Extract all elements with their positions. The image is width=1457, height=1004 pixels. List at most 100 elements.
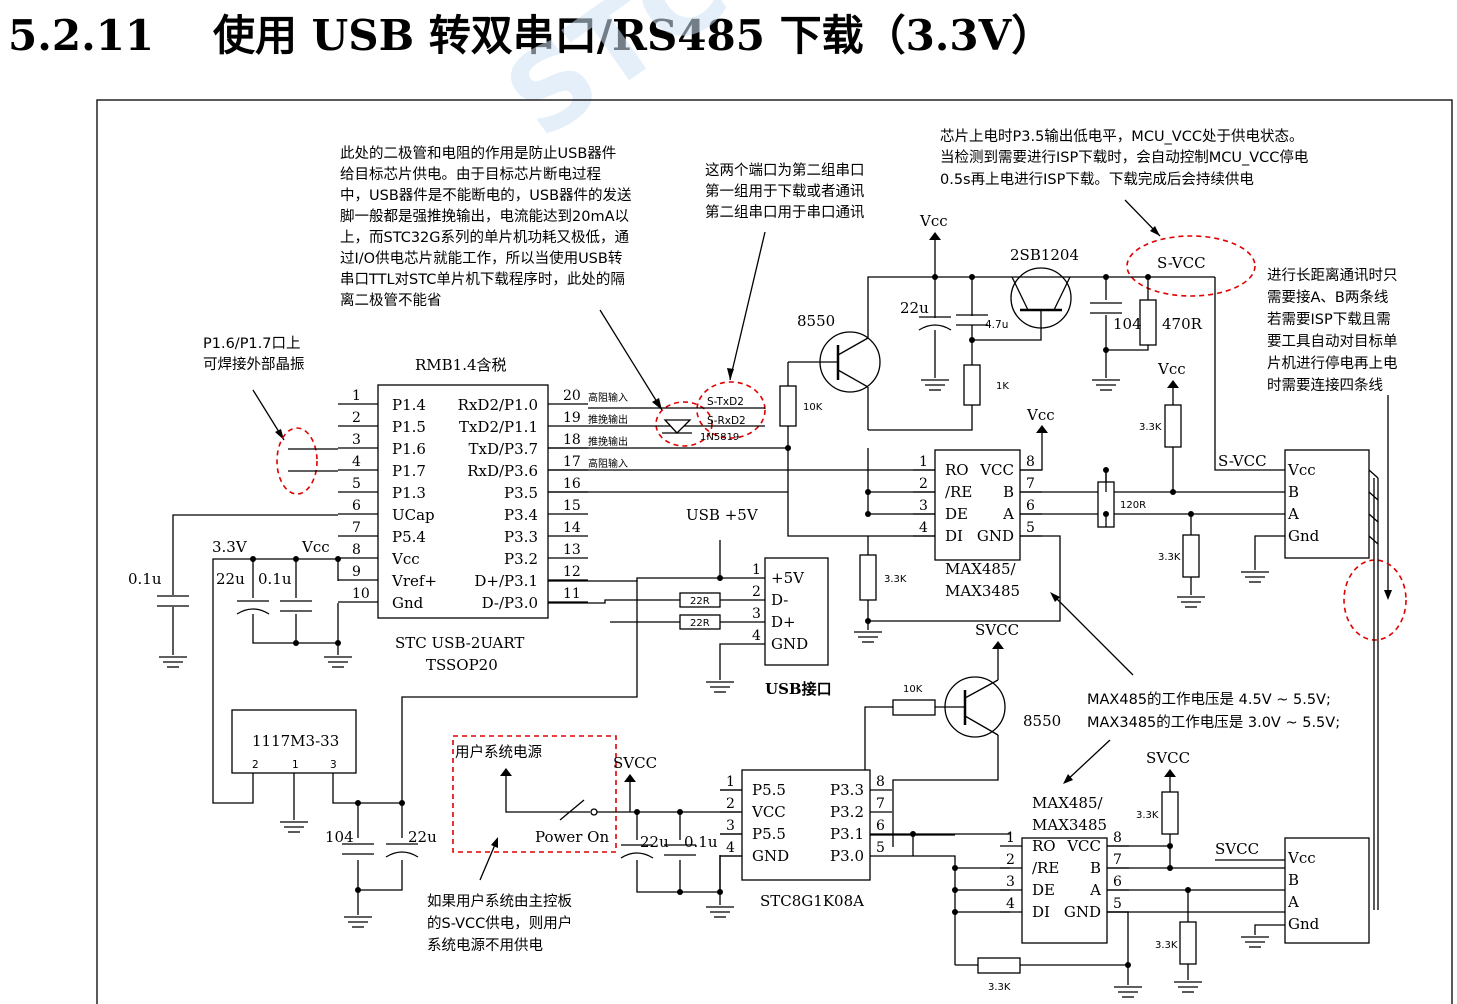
pin-number: 12: [563, 564, 581, 580]
diode-note: 此处的二极管和电阻的作用是防止USB器件 给目标芯片供电。由于目标芯片断电过程 …: [340, 145, 632, 309]
note-line: 片机进行停电再上电: [1267, 355, 1398, 372]
power-note: 芯片上电时P3.5输出低电平，MCU_VCC处于供电状态。 当检测到需要进行IS…: [940, 128, 1308, 188]
chip-name: MAX485/: [1032, 794, 1104, 812]
watermark: STC: [483, 0, 749, 163]
ground-symbols: [159, 379, 1269, 998]
pin-number: 14: [563, 520, 581, 536]
pin-name: DE: [945, 505, 968, 523]
power-on-label: Power On: [535, 828, 609, 846]
pin-number: 8: [876, 774, 885, 790]
chip-name: MAX3485: [1032, 816, 1107, 834]
pin-name: Vref+: [391, 572, 437, 590]
vcc-label: Vcc: [1026, 406, 1055, 424]
c-label: 22u: [900, 299, 929, 317]
pin-name: D-/P3.0: [482, 594, 538, 612]
svcc-label: SVCC: [613, 754, 657, 772]
pin-name: RxD/P3.6: [467, 462, 538, 480]
pin-number: 7: [1026, 476, 1035, 492]
note-line: 时需要连接四条线: [1267, 377, 1383, 394]
c-label: 22u: [408, 828, 437, 846]
pnp-label: 2SB1204: [1010, 246, 1079, 264]
note-line: 如果用户系统由主控板: [427, 892, 572, 910]
pin-number: 2: [752, 584, 761, 600]
r-label: 120R: [1120, 500, 1146, 511]
section-number: 5.2.11: [8, 11, 155, 60]
pin-name: D-: [771, 591, 788, 609]
pin-name: TxD/P3.7: [469, 440, 539, 458]
vcc-label: Vcc: [1157, 360, 1186, 378]
q-label: 8550: [1023, 712, 1061, 730]
stxd2-label: S-TxD2: [707, 396, 744, 408]
pin-number: 11: [563, 586, 581, 602]
pin-number: 4: [919, 520, 928, 536]
pin-number: 20: [563, 388, 581, 404]
note-line: 第二组串口用于串口通讯: [705, 203, 865, 221]
v33-label: 3.3V: [212, 538, 248, 556]
ports-note: 这两个端口为第二组串口 第一组用于下载或者通讯 第二组串口用于串口通讯: [705, 161, 865, 221]
note-line: 第一组用于下载或者通讯: [705, 182, 865, 200]
pin-name: UCap: [392, 506, 435, 524]
highlight-markers: [276, 235, 1407, 853]
pin-number: 6: [876, 818, 885, 834]
pin-number: 7: [1113, 852, 1122, 868]
pin-number: 15: [563, 498, 581, 514]
note-line: 需要接A、B两条线: [1267, 289, 1388, 306]
pin-number: 8: [1113, 830, 1122, 846]
pin-name: P1.5: [392, 418, 426, 436]
chip-part: STC8G1K08A: [760, 892, 864, 910]
pin-name: P1.3: [392, 484, 426, 502]
pin-name: P3.2: [830, 803, 864, 821]
pin-number: 18: [563, 432, 581, 448]
pin-number: 8: [1026, 454, 1035, 470]
u1-price: RMB1.4含税: [415, 356, 507, 374]
pin-number: 3: [726, 818, 735, 834]
c-label: 0.1u: [684, 833, 718, 851]
note-line: 过I/O供电芯片就能工作，所以当使用USB转: [340, 250, 622, 267]
pin-name: DI: [1032, 903, 1050, 921]
connector-pin-name: A: [1287, 893, 1299, 911]
pin-number: 2: [1006, 852, 1015, 868]
pin-number: 19: [563, 410, 581, 426]
note-line: MAX3485的工作电压是 3.0V ~ 5.5V;: [1087, 714, 1340, 731]
u1-part: STC USB-2UART: [395, 634, 524, 652]
pin-number: 5: [352, 476, 361, 492]
regulator-part: 1117M3-33: [252, 732, 339, 750]
r-label: 3.3K: [884, 574, 907, 585]
connector-pin-name: A: [1287, 505, 1299, 523]
pin-number: 2: [919, 476, 928, 492]
pin-number: 4: [352, 454, 361, 470]
c-label: 22u: [216, 570, 245, 588]
note-line: 的S-VCC供电，则用户: [427, 915, 572, 932]
connector-pin-name: Gnd: [1288, 527, 1320, 545]
pin-name: DI: [945, 527, 963, 545]
crystal-note: P1.6/P1.7口上 可焊接外部晶振: [203, 335, 305, 373]
vcc-label: Vcc: [301, 538, 330, 556]
connector-pin-name: Gnd: [1288, 915, 1320, 933]
pin-number: 1: [1006, 830, 1015, 846]
pin-number: 8: [352, 542, 361, 558]
r-label: 3.3K: [988, 982, 1011, 993]
pin-number: 4: [752, 628, 761, 644]
pin-number: 1: [352, 388, 361, 404]
r-label: 22R: [690, 596, 710, 607]
pin-name: VCC: [979, 461, 1014, 479]
connector-pin-name: B: [1288, 871, 1299, 889]
pin-number: 1: [726, 774, 735, 790]
q-label: 8550: [797, 312, 835, 330]
conn-label: SVCC: [1215, 840, 1259, 858]
pin-name: P3.4: [504, 506, 538, 524]
crystal-wires: [288, 448, 338, 472]
note-line: MAX485的工作电压是 4.5V ~ 5.5V;: [1087, 691, 1331, 708]
pin-name: B: [1003, 483, 1014, 501]
r-label: 3.3K: [1158, 552, 1181, 563]
pin-number: 6: [1026, 498, 1035, 514]
r-label: 1K: [996, 381, 1009, 392]
capacitors: [157, 302, 1122, 859]
capacitor: [918, 324, 952, 331]
pin-name: GND: [977, 527, 1014, 545]
svcc-label: SVCC: [1146, 749, 1190, 767]
pin-number: 17: [563, 454, 581, 470]
